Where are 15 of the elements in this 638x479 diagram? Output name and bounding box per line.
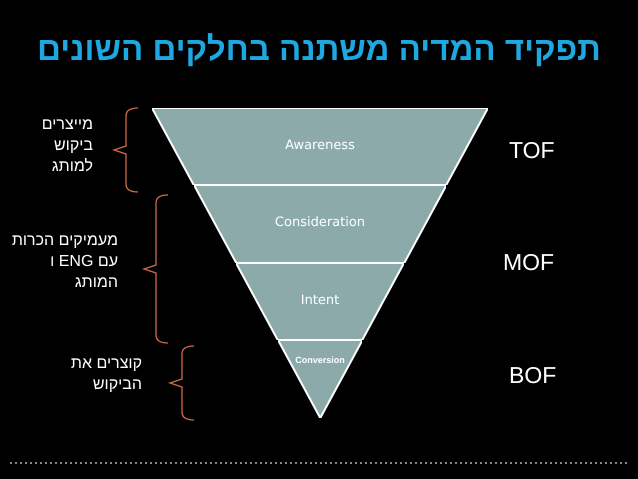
band-label: Consideration: [274, 215, 366, 230]
band-label: Conversion: [294, 355, 346, 365]
side-note: קוצרים את הביקוש: [70, 354, 142, 395]
stage-label: BOF: [509, 362, 556, 389]
funnel-band: [152, 108, 488, 185]
stage-label: MOF: [503, 249, 554, 276]
band-label: Intent: [300, 292, 340, 308]
stage-label: TOF: [509, 137, 555, 164]
funnel-band: [194, 185, 446, 263]
funnel-band: [236, 263, 404, 340]
band-label: Awareness: [284, 138, 356, 152]
funnel-tip: [278, 340, 362, 418]
side-note: מעמיקים הכרות עם ENG ו המותג: [10, 231, 118, 293]
title: תפקיד המדיה משתנה בחלקים השונים: [36, 30, 602, 68]
side-note: מייצרים ביקוש למותג: [40, 115, 93, 177]
